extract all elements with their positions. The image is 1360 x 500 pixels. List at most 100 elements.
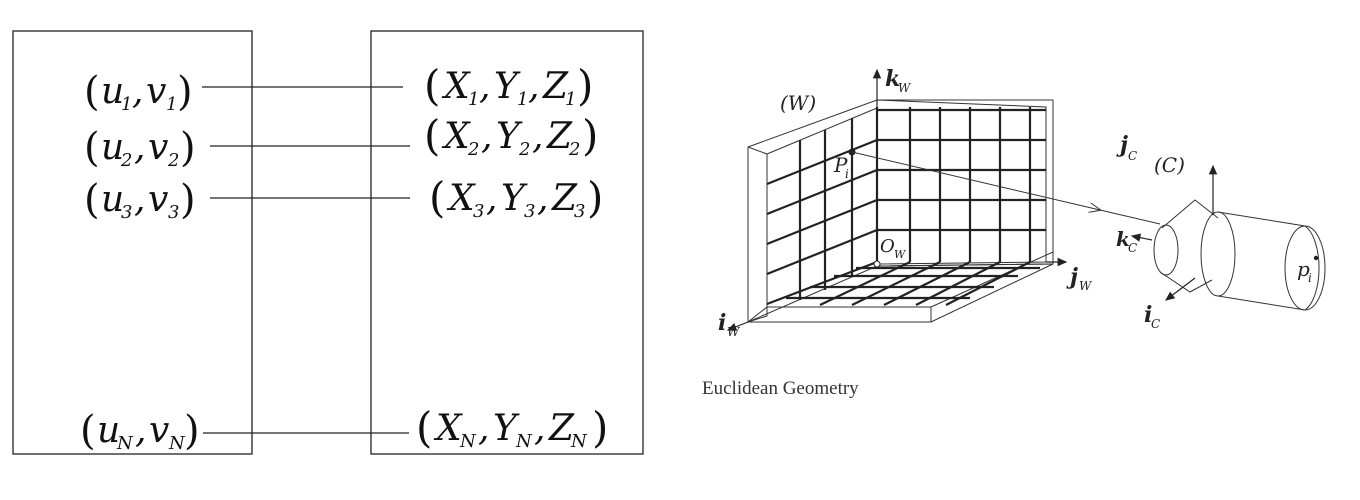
svg-text:v: v	[149, 410, 169, 451]
svg-text:i: i	[718, 310, 726, 336]
world-point-row-3: ( X 3 , Y 3 , Z 3 )	[429, 173, 603, 222]
i-w-label: i W	[718, 310, 741, 339]
svg-text:O: O	[880, 236, 895, 257]
svg-text:Z: Z	[546, 116, 573, 157]
svg-text:u: u	[101, 127, 124, 168]
svg-text:3: 3	[574, 201, 585, 222]
svg-text:v: v	[146, 71, 166, 112]
svg-text:): )	[577, 61, 593, 110]
svg-text:,: ,	[534, 408, 545, 449]
svg-text:,: ,	[532, 116, 543, 157]
k-c-axis	[1130, 233, 1153, 242]
svg-text:C: C	[1128, 241, 1137, 255]
image-point-row-n: ( u N , v N )	[80, 408, 200, 454]
image-point-row-1: ( u 1 , v 1 )	[84, 69, 193, 115]
svg-text:1: 1	[166, 94, 177, 115]
svg-text:,: ,	[134, 179, 145, 220]
svg-text:,: ,	[478, 408, 489, 449]
world-points-box	[370, 30, 644, 455]
svg-text:N: N	[168, 433, 186, 454]
svg-text:W: W	[1079, 279, 1093, 293]
svg-text:(: (	[84, 69, 100, 115]
svg-text:j: j	[1066, 264, 1078, 290]
svg-text:(: (	[84, 125, 100, 171]
svg-text:3: 3	[168, 202, 179, 223]
svg-text:2: 2	[120, 150, 132, 171]
j-w-label: j W	[1066, 264, 1093, 293]
svg-text:(: (	[80, 408, 96, 454]
svg-text:u: u	[97, 410, 120, 451]
j-c-label: j C	[1116, 132, 1137, 163]
i-c-axis	[1165, 277, 1196, 301]
svg-text:Y: Y	[496, 116, 523, 157]
svg-text:i: i	[1144, 302, 1152, 328]
svg-text:): )	[582, 111, 598, 160]
svg-text:,: ,	[135, 410, 146, 451]
svg-text:v: v	[148, 127, 168, 168]
svg-text:2: 2	[568, 139, 580, 160]
svg-text:): )	[180, 177, 196, 223]
svg-text:(: (	[424, 61, 440, 110]
point-p-i-world-label: P i	[833, 153, 849, 181]
svg-text:3: 3	[121, 202, 132, 223]
figure-caption: Euclidean Geometry	[702, 378, 859, 399]
svg-text:C: C	[1151, 317, 1160, 331]
world-point-row-n: ( X N , Y N , Z N )	[416, 403, 608, 452]
svg-text:X: X	[446, 178, 476, 219]
svg-text:N: N	[570, 431, 588, 452]
k-w-label: k W	[885, 66, 912, 95]
svg-text:1: 1	[517, 89, 528, 110]
svg-text:Y: Y	[493, 408, 520, 449]
floor-grid	[786, 261, 1040, 306]
svg-text:k: k	[1116, 227, 1130, 251]
svg-text:(: (	[424, 111, 440, 160]
svg-text:): )	[587, 173, 603, 222]
svg-text:W: W	[894, 248, 907, 261]
svg-text:,: ,	[479, 66, 490, 107]
svg-text:N: N	[515, 431, 533, 452]
svg-text:1: 1	[468, 89, 479, 110]
svg-text:X: X	[441, 66, 471, 107]
svg-text:3: 3	[524, 201, 535, 222]
svg-text:,: ,	[134, 127, 145, 168]
svg-text:): )	[184, 408, 200, 454]
svg-text:): )	[177, 69, 193, 115]
svg-text:X: X	[433, 408, 463, 449]
svg-text:2: 2	[167, 150, 179, 171]
svg-text:u: u	[101, 71, 124, 112]
svg-text:N: N	[116, 433, 134, 454]
svg-text:v: v	[148, 179, 168, 220]
svg-text:j: j	[1116, 132, 1128, 158]
left-wall-grid	[766, 118, 878, 306]
svg-text:2: 2	[518, 139, 530, 160]
svg-text:1: 1	[565, 89, 576, 110]
svg-text:(: (	[84, 177, 100, 223]
origin-label: O W	[880, 236, 907, 261]
svg-text:,: ,	[537, 178, 548, 219]
svg-text:W: W	[898, 81, 912, 95]
svg-text:): )	[592, 403, 608, 452]
svg-text:p: p	[1297, 257, 1310, 281]
world-frame-calibration-rig	[726, 68, 1161, 331]
svg-text:Y: Y	[501, 178, 528, 219]
svg-text:,: ,	[481, 116, 492, 157]
svg-text:i: i	[845, 167, 849, 181]
camera-frame-label: (C)	[1154, 153, 1185, 177]
svg-text:i: i	[1308, 271, 1312, 285]
k-c-label: k C	[1116, 227, 1137, 255]
svg-text:,: ,	[132, 71, 143, 112]
svg-text:P: P	[833, 153, 848, 177]
svg-text:k: k	[885, 66, 900, 92]
svg-text:W: W	[727, 325, 741, 339]
svg-text:3: 3	[473, 201, 484, 222]
svg-text:): )	[180, 125, 196, 171]
world-frame-label: (W)	[780, 91, 816, 115]
svg-text:1: 1	[121, 94, 132, 115]
svg-text:(: (	[416, 403, 432, 452]
camera	[1153, 199, 1326, 311]
image-points-box	[12, 30, 253, 455]
svg-text:X: X	[441, 116, 471, 157]
svg-text:Z: Z	[548, 408, 575, 449]
projection-ray	[851, 151, 1100, 210]
point-p-i-image	[1313, 255, 1319, 261]
